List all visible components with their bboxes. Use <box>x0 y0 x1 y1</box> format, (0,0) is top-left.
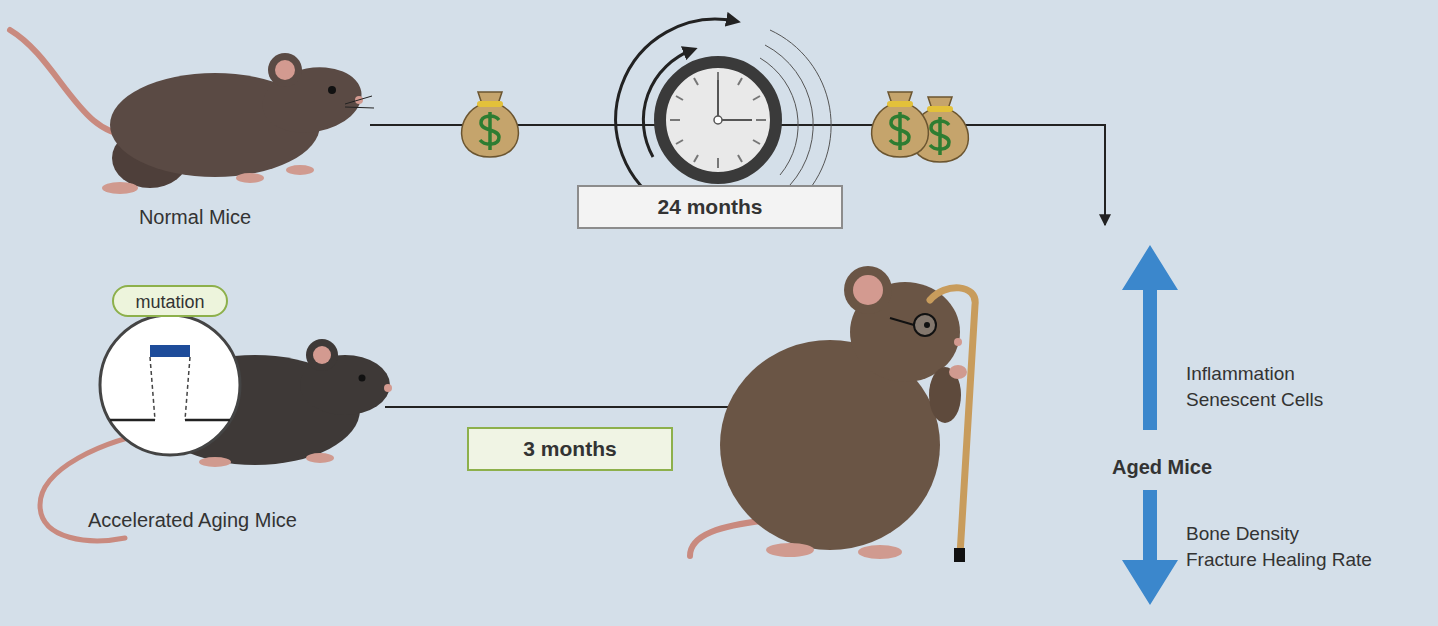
node-label: Accelerated Aging Mice <box>0 507 385 533</box>
dollar-symbol <box>890 112 909 150</box>
clock-ticks <box>670 72 766 168</box>
mutation-tag: mutation <box>112 285 228 317</box>
mouse-ear <box>268 53 302 87</box>
effect-label: Senescent Cells <box>1186 389 1323 411</box>
mouse-eye <box>924 322 930 328</box>
mouse-ear-inner <box>275 60 295 80</box>
dollar-symbol <box>480 112 499 150</box>
clock-face <box>660 62 776 178</box>
normal-mouse <box>10 30 374 194</box>
dna-strand <box>110 419 230 422</box>
mouse-ear-inner <box>853 275 883 305</box>
effect-label: Fracture Healing Rate <box>1186 549 1372 571</box>
node-label: 3 months <box>469 436 671 462</box>
mouse-foot <box>306 453 334 463</box>
mouse-eye <box>359 375 366 382</box>
mouse-nose <box>954 338 962 346</box>
dollar-symbol <box>930 117 949 155</box>
mouse-foot <box>236 173 264 183</box>
glasses <box>914 314 936 336</box>
duration-box: 3 months <box>467 427 673 471</box>
effect-label: Bone Density <box>1186 523 1299 545</box>
mouse-foot <box>766 543 814 557</box>
node-label: Normal Mice <box>20 204 370 230</box>
mouse-whiskers <box>345 96 374 108</box>
walking-cane <box>930 288 975 555</box>
mouse-nose <box>384 384 392 392</box>
mouse-foot <box>286 165 314 175</box>
clock <box>616 19 831 207</box>
clock-hands <box>718 80 752 120</box>
money-bag <box>462 92 519 157</box>
mouse-figure: Normal Mice <box>20 20 370 235</box>
mouse-ear <box>306 339 338 371</box>
increase-arrow <box>1122 245 1178 430</box>
glasses-arm <box>890 318 914 325</box>
insertion-guide <box>150 357 190 420</box>
bag-tie <box>887 101 913 107</box>
mouse-hand <box>949 365 967 379</box>
decrease-arrow <box>1122 490 1178 605</box>
mouse-foot <box>858 545 902 559</box>
node-label: Aged Mice <box>1112 454 1222 480</box>
mouse-eye <box>328 86 336 94</box>
callout-circle <box>100 315 240 455</box>
bag-tie <box>477 101 503 107</box>
mouse-ear-inner <box>313 346 331 364</box>
inserted-segment <box>150 345 190 357</box>
mouse-tail <box>690 520 770 556</box>
money-bag <box>872 92 929 157</box>
mouse-ear <box>844 266 892 314</box>
mouse-foot <box>199 457 231 467</box>
effect-label: Inflammation <box>1186 363 1295 385</box>
bag-body <box>872 92 929 157</box>
cane-tip <box>954 548 965 562</box>
bag-tie <box>927 106 953 112</box>
node-label: mutation <box>114 289 226 315</box>
duration-box: 24 months <box>577 185 843 229</box>
aged-mouse <box>690 266 975 562</box>
mouse-figure: Accelerated Aging Mice mutation <box>0 285 385 540</box>
outcome-figure: Aged Mice <box>830 225 1230 585</box>
mouse-foot <box>102 182 138 194</box>
bag-body <box>462 92 519 157</box>
clock-pin <box>714 116 722 124</box>
mutant-mouse <box>40 315 392 541</box>
node-label: 24 months <box>579 194 841 220</box>
